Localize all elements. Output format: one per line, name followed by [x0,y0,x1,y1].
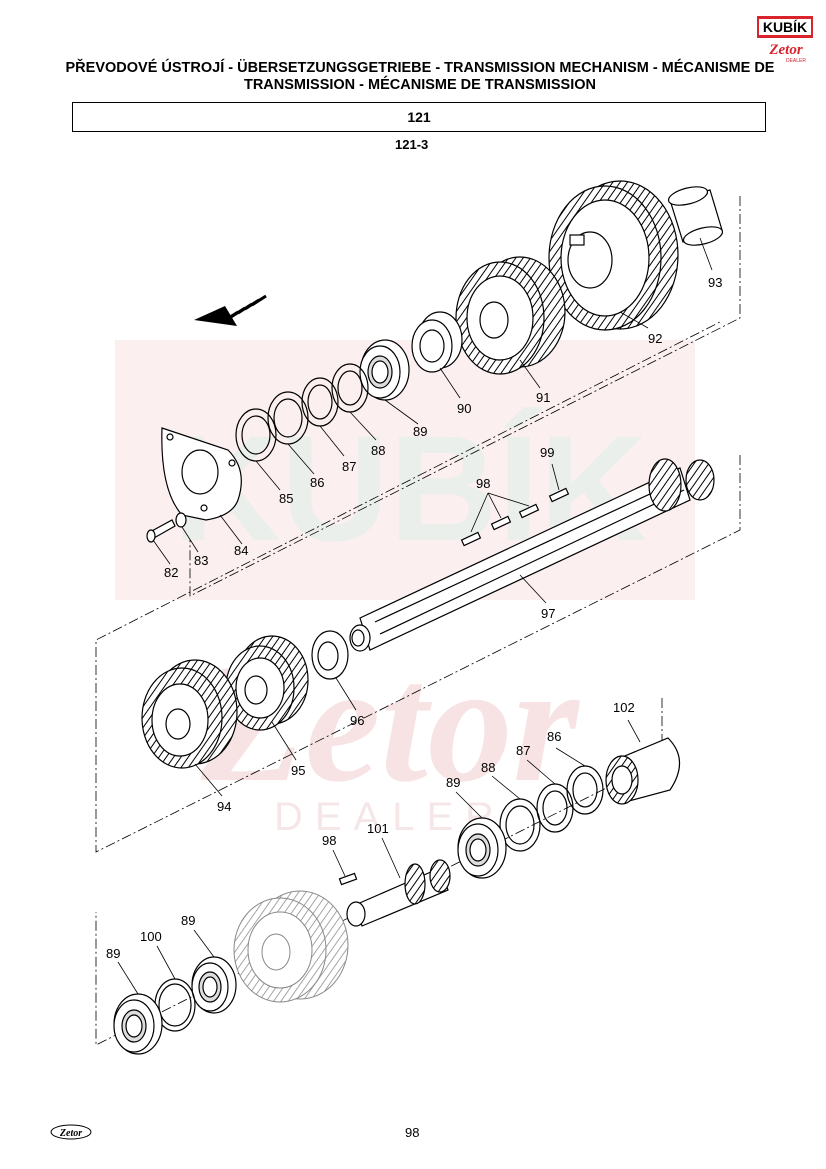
washer-85 [235,408,277,462]
frame-middle-line [95,321,741,853]
callout-labels: 93 92 91 90 89 88 87 86 85 84 83 82 99 9… [106,275,722,961]
bearing-89-bottom [113,993,163,1055]
gear-91 [455,256,566,375]
callout-93: 93 [708,275,722,290]
logo-brand: KUBÍK [763,19,807,35]
callout-89-top: 89 [413,424,427,439]
callout-86-top: 86 [310,475,324,490]
page-title: PŘEVODOVÉ ÚSTROJÍ - ÜBERSETZUNGSGETRIEBE… [65,60,775,93]
callout-89-mid: 89 [446,775,460,790]
callout-87-bottom: 87 [516,743,530,758]
callout-85: 85 [279,491,293,506]
watermark-dealer: DEALER [274,795,506,839]
key-98-c [460,531,482,547]
callout-83: 83 [194,553,208,568]
callout-98-top: 98 [476,476,490,491]
bearing-89-top [359,339,410,401]
bearing-89-lower [191,956,237,1014]
gear-95 [225,635,309,731]
callout-89-lower: 89 [181,913,195,928]
key-98-bottom [338,872,358,886]
subsection-number: 121-3 [395,137,429,152]
plate-84 [161,427,242,521]
callout-86-bottom: 86 [547,729,561,744]
washer-96 [311,630,349,680]
bolt-82 [146,519,176,543]
callout-95: 95 [291,763,305,778]
logo-sub: Zetor [768,42,802,58]
callout-92: 92 [648,331,662,346]
callout-96: 96 [350,713,364,728]
gear-bottom-outline [233,890,349,1003]
gear-94 [141,659,238,769]
bushing-93 [667,186,724,246]
shaft-97 [349,458,715,652]
key-98-a [518,503,540,519]
washer-83 [175,512,187,528]
callout-102: 102 [613,700,635,715]
callout-87-top: 87 [342,459,356,474]
section-box: 121 [72,102,766,132]
page-number: 98 [405,1125,420,1140]
logo-inner [759,19,811,35]
callout-89-bottom: 89 [106,946,120,961]
key-99 [548,487,570,503]
callout-101: 101 [367,821,389,836]
leader-lines [117,237,713,995]
callout-100: 100 [140,929,162,944]
bearing-89-mid [457,817,507,879]
zetor-footer-logo: Zetor [50,1124,92,1140]
race-90 [411,311,463,373]
callout-94: 94 [217,799,231,814]
gear-92 [548,180,679,331]
callout-84: 84 [234,543,248,558]
callout-90: 90 [457,401,471,416]
callout-98-bottom: 98 [322,833,336,848]
direction-arrow [194,294,267,326]
footer-brand: Zetor [59,1128,82,1139]
callout-82: 82 [164,565,178,580]
callout-97: 97 [541,606,555,621]
callout-88-top: 88 [371,443,385,458]
callout-99: 99 [540,445,554,460]
callout-91: 91 [536,390,550,405]
frame-top-line [189,196,741,597]
section-number: 121 [407,109,431,125]
shaft-101 [346,859,451,927]
callout-88-bottom: 88 [481,760,495,775]
kubik-logo: KUBÍK Zetor DEALER [757,16,813,64]
sleeve-102 [605,737,681,805]
logo-dealer: DEALER [786,58,806,64]
key-98-b [490,515,512,531]
